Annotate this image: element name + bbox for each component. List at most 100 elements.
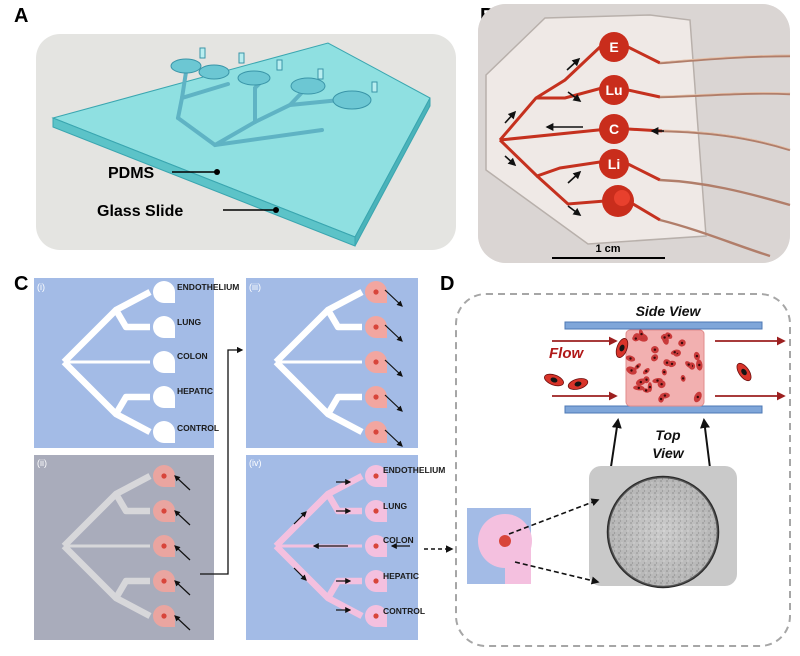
pdms-callout: PDMS [108, 165, 220, 182]
channel [61, 359, 152, 435]
label-colon-i: COLON [177, 351, 208, 361]
flow-arrows [552, 336, 786, 401]
channel [273, 473, 364, 549]
inflow-arrow [174, 615, 191, 631]
chamber-li-label: Li [608, 156, 620, 172]
chip-schematic-i [61, 281, 175, 443]
chamber-lu-label: Lu [605, 82, 622, 98]
inflow-arrow [174, 510, 191, 526]
chamber-lu [599, 75, 629, 105]
scale-bar-label: 1 cm [595, 243, 620, 255]
label-hepatic-iv: HEPATIC [383, 571, 419, 581]
tissue-block [625, 329, 705, 407]
photo-flow-arrows [504, 57, 664, 216]
connector-ii-to-iii [200, 346, 244, 575]
outflow-arrow [384, 394, 403, 412]
zoom-to-micrograph-arrows [508, 498, 600, 585]
inflow-arrow [174, 475, 191, 491]
chamber-c [599, 114, 629, 144]
tissue-dot [373, 394, 379, 400]
outflow-arrow [384, 289, 403, 307]
pdms-label: PDMS [108, 165, 155, 182]
channel-flow-arrow [293, 567, 307, 581]
label-colon-iv: COLON [383, 535, 414, 545]
panel-d: D Side View Flow [440, 273, 791, 647]
chip-schematic-ii [61, 465, 191, 631]
tissue-dot [161, 613, 167, 619]
tubing [659, 54, 791, 258]
panel-c: C (i) (ii) (iii) (iv) ENDOTHELIUM LUNG C… [14, 273, 454, 640]
tissue-dot [373, 473, 379, 479]
chip-ports-3d [199, 47, 378, 93]
panel-a: A [14, 5, 456, 250]
sub-label-i: (i) [37, 282, 45, 292]
circulating-cells [544, 338, 752, 390]
tissue-dot [161, 508, 167, 514]
panel-d-dashed-frame [455, 293, 791, 647]
channel-flow-arrow [293, 511, 307, 525]
inflow-arrow [174, 545, 191, 561]
tissue-dot [373, 613, 379, 619]
outflow-arrow [384, 429, 403, 447]
channel [113, 577, 150, 600]
scale-bar: 1 cm [552, 243, 665, 259]
panel-b: B [478, 4, 791, 263]
chip-schematic-iii [273, 281, 403, 447]
chamber-c-label: C [609, 121, 619, 137]
channel [273, 289, 364, 365]
tissue-cells [625, 329, 703, 403]
outflow-arrow [384, 359, 403, 377]
glass-slide-callout: Glass Slide [97, 203, 279, 220]
tissue-dot [373, 359, 379, 365]
top-view-label-line2: View [652, 445, 684, 461]
tissue-dot [373, 324, 379, 330]
flow-label: Flow [549, 345, 584, 362]
chip-schematic-iv [273, 465, 410, 627]
chamber-li [599, 149, 629, 179]
channel [113, 492, 150, 515]
tissue-dot [373, 543, 379, 549]
bottom-plate [564, 405, 763, 414]
chamber-e-label: E [609, 39, 618, 55]
chamber-e [599, 32, 629, 62]
inflow-arrow [174, 580, 191, 596]
sub-label-iii: (iii) [249, 282, 261, 292]
panel-a-label: A [14, 5, 28, 27]
zoom-chamber-tissue [499, 535, 511, 547]
label-control-iv: CONTROL [383, 606, 425, 616]
sub-label-ii: (ii) [37, 458, 47, 468]
channel [273, 359, 364, 435]
photo-chambers: E Lu C Li [599, 32, 634, 217]
channel [61, 473, 152, 549]
panel-c-label: C [14, 273, 28, 295]
outflow-arrow [384, 324, 403, 342]
channel [325, 393, 362, 416]
panel-d-label: D [440, 273, 454, 295]
channel [113, 393, 150, 416]
channel [113, 308, 150, 331]
tubing-highlight [659, 54, 791, 150]
tissue-dot [161, 578, 167, 584]
chip-chambers-3d [170, 58, 372, 110]
tissue-dot [373, 429, 379, 435]
label-endothelium-i: ENDOTHELIUM [177, 282, 239, 292]
label-lung-iv: LUNG [383, 501, 407, 511]
channel [273, 543, 364, 619]
tissue-dot [373, 289, 379, 295]
channel [61, 543, 152, 619]
label-endothelium-iv: ENDOTHELIUM [383, 465, 445, 475]
label-control-i: CONTROL [177, 423, 219, 433]
side-view-label: Side View [636, 303, 702, 319]
tissue-dot [161, 543, 167, 549]
top-plate [564, 321, 763, 330]
channel [325, 308, 362, 331]
tissue-dot [373, 578, 379, 584]
glass-slide-label: Glass Slide [97, 203, 183, 220]
label-lung-i: LUNG [177, 317, 201, 327]
dye-channels [498, 45, 663, 222]
tissue-dot [161, 473, 167, 479]
top-view-label-line1: Top [655, 427, 681, 443]
channel [61, 289, 152, 365]
label-hepatic-i: HEPATIC [177, 386, 213, 396]
